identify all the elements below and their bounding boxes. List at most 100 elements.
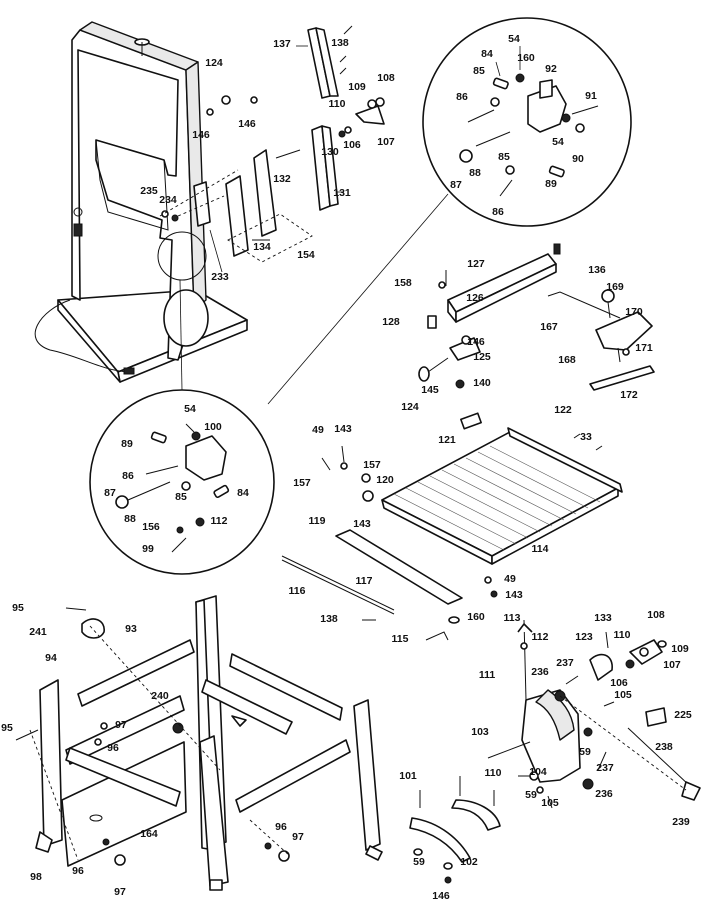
part-label-p143b: 143 — [353, 518, 371, 530]
saw-stand — [15, 595, 383, 891]
part-label-p143c: 143 — [505, 589, 523, 601]
saw-throat — [95, 139, 169, 231]
part-label-p172: 172 — [620, 389, 638, 401]
part-label-p239: 239 — [672, 816, 690, 828]
part-label-p112a: 112 — [211, 515, 228, 527]
table-insert-121 — [460, 412, 482, 430]
part-label-p86a: 86 — [456, 91, 468, 103]
part-label-p96c: 96 — [72, 865, 84, 877]
upper-guide-parts — [159, 25, 385, 273]
part-label-p125: 125 — [473, 351, 491, 363]
part-label-p128: 128 — [382, 316, 400, 328]
part-label-p114: 114 — [532, 543, 549, 555]
table-grooves — [393, 445, 601, 551]
part-label-p158: 158 — [394, 277, 412, 289]
upper-guide-detail-circle — [267, 17, 632, 405]
part-label-p93: 93 — [125, 623, 137, 635]
clip-128 — [427, 315, 437, 329]
part-label-p237b: 237 — [596, 762, 614, 774]
part-label-p146d: 146 — [432, 890, 450, 902]
part-label-p111: 111 — [479, 669, 496, 681]
miter-head-170 — [595, 311, 653, 351]
bracket-123 — [589, 653, 613, 681]
part-label-p171: 171 — [635, 342, 653, 354]
part-label-p110a: 110 — [329, 98, 346, 110]
part-label-p85c: 85 — [175, 491, 187, 503]
stand-brace-right — [229, 653, 343, 721]
part-label-p97c: 97 — [114, 886, 126, 898]
part-label-p84b: 84 — [237, 487, 249, 499]
guide-block-89 — [548, 165, 565, 178]
guide-block-89-lower — [150, 431, 167, 444]
bolt-132 — [275, 149, 301, 159]
part-label-p120: 120 — [376, 474, 394, 486]
part-label-p146b: 146 — [238, 118, 256, 130]
part-label-p170: 170 — [625, 306, 643, 318]
bolt-111 — [523, 619, 527, 701]
power-cord — [34, 299, 129, 373]
knob-145 — [418, 366, 430, 382]
trunnion-assembly — [487, 619, 701, 809]
part-label-p88a: 88 — [469, 167, 481, 179]
lower-trunnion-parts — [409, 776, 501, 884]
part-label-p112b: 112 — [532, 631, 549, 643]
part-label-p143a: 143 — [334, 423, 352, 435]
miter-bar-167 — [547, 291, 621, 319]
trunnion-half-upper — [451, 799, 501, 831]
part-label-p89b: 89 — [121, 438, 133, 450]
part-label-p121: 121 — [438, 434, 456, 446]
shaft-88 — [475, 131, 511, 147]
part-label-p146a: 146 — [192, 129, 210, 141]
detail-circle-lower — [89, 389, 275, 575]
part-label-p96b: 96 — [275, 821, 287, 833]
part-label-p54a: 54 — [508, 33, 520, 45]
rail-122 — [507, 427, 623, 493]
part-label-p109a: 109 — [348, 81, 366, 93]
part-label-p145: 145 — [421, 384, 439, 396]
part-label-p33: 33 — [580, 431, 592, 443]
part-label-p140: 140 — [473, 377, 491, 389]
part-label-p233: 233 — [211, 271, 229, 283]
fence-assembly — [418, 243, 561, 389]
saw-motor — [163, 289, 209, 347]
part-label-p95b: 95 — [1, 722, 13, 734]
part-label-p90: 90 — [572, 153, 584, 165]
bearing-87-lower — [115, 495, 129, 509]
part-label-p100: 100 — [204, 421, 222, 433]
part-label-p54c: 54 — [184, 403, 196, 415]
foot-98 — [35, 831, 53, 853]
guard-bracket-107 — [355, 105, 385, 125]
caster-241 — [81, 618, 105, 639]
part-label-p240: 240 — [151, 690, 169, 702]
part-label-p97b: 97 — [292, 831, 304, 843]
part-label-p88b: 88 — [124, 513, 136, 525]
detail-circle-upper — [422, 17, 632, 227]
part-label-p86c: 86 — [122, 470, 134, 482]
part-label-p59b: 59 — [525, 789, 537, 801]
part-label-p132: 132 — [273, 173, 291, 185]
part-label-p105b: 105 — [541, 797, 559, 809]
part-label-p104: 104 — [529, 766, 547, 778]
miter-gauge — [547, 289, 655, 391]
nut-124 — [221, 95, 231, 105]
handle-239 — [681, 781, 701, 801]
part-label-p85b: 85 — [498, 151, 510, 163]
part-label-p107a: 107 — [377, 136, 395, 148]
part-label-p133: 133 — [594, 612, 612, 624]
fence-rail-117 — [335, 529, 463, 605]
part-label-p130: 130 — [321, 146, 339, 158]
part-label-p134: 134 — [253, 241, 271, 253]
part-label-p157b: 157 — [293, 477, 311, 489]
part-label-p138b: 138 — [320, 613, 338, 625]
part-label-p169: 169 — [606, 281, 624, 293]
part-label-p138a: 138 — [331, 37, 349, 49]
shaft-88-lower — [127, 481, 171, 501]
part-label-p164: 164 — [140, 828, 158, 840]
part-label-p103: 103 — [471, 726, 489, 738]
miter-fence-172 — [589, 365, 655, 391]
scale-116 — [281, 555, 395, 611]
part-label-p110b: 110 — [614, 629, 631, 641]
part-label-p54b: 54 — [552, 136, 564, 148]
